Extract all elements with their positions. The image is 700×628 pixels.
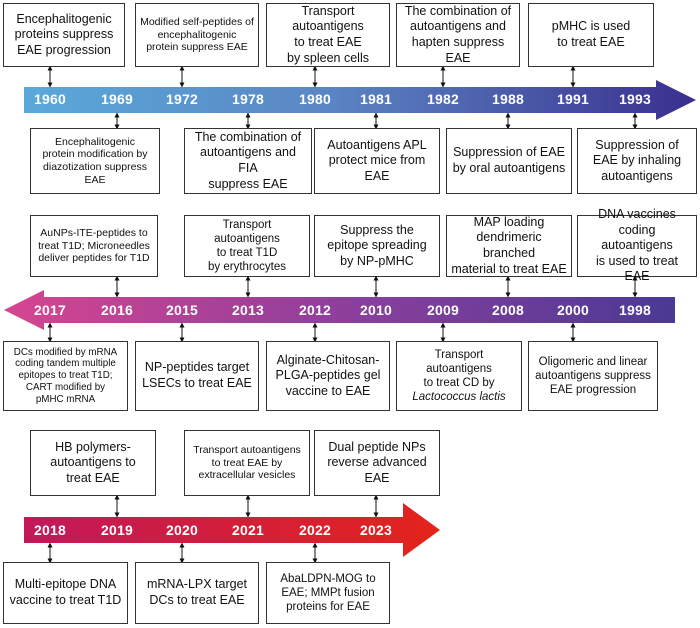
event-box: Dual peptide NPs reverse advanced EAE xyxy=(314,430,440,496)
event-box: Modified self-peptides of encephalitogen… xyxy=(135,3,259,67)
year-label: 1980 xyxy=(299,91,331,107)
event-box: NP-peptides target LSECs to treat EAE xyxy=(135,341,259,411)
event-box: The combination of autoantigens and FIA … xyxy=(184,128,312,194)
year-label: 2010 xyxy=(360,302,392,318)
event-box: DCs modified by mRNA coding tandem multi… xyxy=(3,341,128,411)
year-label: 2020 xyxy=(166,522,198,538)
year-label: 2009 xyxy=(427,302,459,318)
year-label: 2015 xyxy=(166,302,198,318)
event-box: Suppress the epitope spreading by NP-pMH… xyxy=(314,215,440,277)
year-label: 1998 xyxy=(619,302,651,318)
event-box: Transport autoantigens to treat T1D by e… xyxy=(184,215,310,277)
year-label: 1978 xyxy=(232,91,264,107)
year-label: 1991 xyxy=(557,91,589,107)
event-box: Transport autoantigens to treat EAE by e… xyxy=(184,430,310,496)
year-label: 1982 xyxy=(427,91,459,107)
year-label: 2019 xyxy=(101,522,133,538)
timeline-arrow-2 xyxy=(4,290,675,330)
event-box: mRNA-LPX target DCs to treat EAE xyxy=(135,562,259,624)
event-box: AbaLDPN-MOG to EAE; MMPt fusion proteins… xyxy=(266,562,390,624)
italic-species-name: Lactococcus lactis xyxy=(412,391,506,404)
year-label: 2018 xyxy=(34,522,66,538)
event-box: Alginate-Chitosan- PLGA-peptides gel vac… xyxy=(266,341,390,411)
year-label: 2000 xyxy=(557,302,589,318)
event-box: Transport autoantigens to treat CD by La… xyxy=(396,341,522,411)
year-label: 2016 xyxy=(101,302,133,318)
event-box: AuNPs-ITE-peptides to treat T1D; Microne… xyxy=(30,215,158,277)
timeline-arrow-3 xyxy=(24,503,440,557)
event-box: Oligomeric and linear autoantigens suppr… xyxy=(528,341,658,411)
year-label: 2023 xyxy=(360,522,392,538)
event-box: Suppression of EAE by oral autoantigens xyxy=(446,128,572,194)
event-box: The combination of autoantigens and hapt… xyxy=(396,3,520,67)
event-box: Multi-epitope DNA vaccine to treat T1D xyxy=(3,562,128,624)
event-box: Transport autoantigens to treat EAE by s… xyxy=(266,3,390,67)
year-label: 1969 xyxy=(101,91,133,107)
year-label: 1960 xyxy=(34,91,66,107)
timeline-arrow-1 xyxy=(24,80,696,120)
year-label: 1993 xyxy=(619,91,651,107)
event-box: Suppression of EAE by inhaling autoantig… xyxy=(577,128,697,194)
year-label: 2017 xyxy=(34,302,66,318)
year-label: 2021 xyxy=(232,522,264,538)
year-label: 2012 xyxy=(299,302,331,318)
year-label: 1972 xyxy=(166,91,198,107)
event-box: MAP loading dendrimeric branched materia… xyxy=(446,215,572,277)
event-box: HB polymers- autoantigens to treat EAE xyxy=(30,430,156,496)
year-label: 1988 xyxy=(492,91,524,107)
year-label: 2013 xyxy=(232,302,264,318)
event-box: Autoantigens APL protect mice from EAE xyxy=(314,128,440,194)
year-label: 2022 xyxy=(299,522,331,538)
year-label: 1981 xyxy=(360,91,392,107)
event-box: Encephalitogenic proteins suppress EAE p… xyxy=(3,3,125,67)
year-label: 2008 xyxy=(492,302,524,318)
event-box: pMHC is used to treat EAE xyxy=(528,3,654,67)
event-box: Encephalitogenic protein modification by… xyxy=(30,128,160,194)
event-box: DNA vaccines coding autoantigens is used… xyxy=(577,207,697,283)
